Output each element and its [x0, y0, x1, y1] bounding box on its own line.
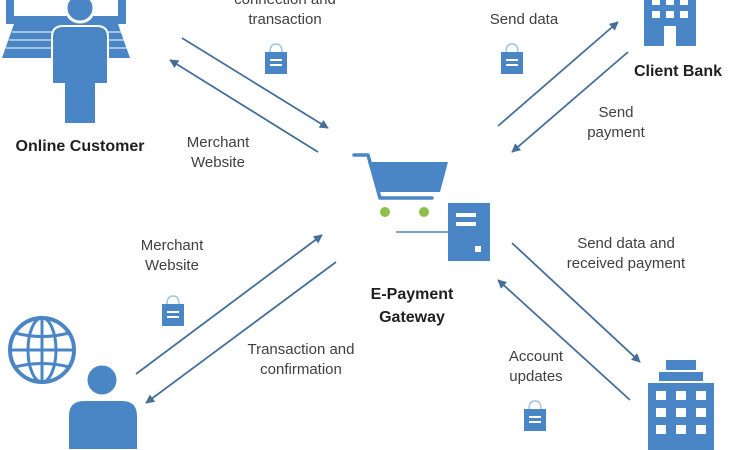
arrow-gateway-to-client-bank: [497, 21, 619, 127]
arrow-gateway-to-merchant: [145, 261, 337, 404]
edge-label-merchant-to-gateway: Merchant Website: [140, 237, 204, 274]
arrow-merchant-bank-to-gateway: [497, 279, 631, 401]
edge-label-gateway-to-merchant: Transaction and confirmation: [247, 341, 355, 378]
document-icon: [524, 400, 546, 431]
arrow-client-bank-to-gateway: [511, 51, 629, 153]
edge-label-gateway-to-customer: Merchant Website: [186, 134, 250, 171]
arrow-merchant-to-gateway: [135, 234, 323, 375]
merchant-person-icon: [67, 362, 139, 450]
online-customer-label: Online Customer: [15, 138, 145, 155]
document-icon: [265, 43, 287, 74]
arrow-gateway-to-customer: [169, 59, 319, 153]
document-icon: [162, 295, 184, 326]
arrow-gateway-to-merchant-bank: [511, 242, 641, 363]
merchant-globe-icon: [8, 316, 76, 384]
payment-gateway-icon: [352, 153, 490, 261]
arrow-customer-to-gateway: [181, 37, 329, 129]
edge-label-gateway-to-merchant-bank: Send data and received payment: [566, 235, 686, 272]
edge-label-client-bank-to-gateway: Send payment: [587, 104, 645, 141]
client-bank-icon: [644, 0, 696, 46]
edge-label-customer-to-gateway: connection and transaction: [234, 0, 336, 28]
edge-label-gateway-to-client-bank: Send data: [489, 11, 559, 28]
document-icon: [501, 43, 523, 74]
edge-label-merchant-bank-to-gateway: Account updates: [508, 348, 564, 385]
online-customer-icon: [2, 0, 130, 125]
merchant-bank-icon: [648, 360, 714, 450]
client-bank-label: Client Bank: [633, 63, 722, 80]
gateway-label: E-Payment Gateway: [370, 286, 454, 326]
